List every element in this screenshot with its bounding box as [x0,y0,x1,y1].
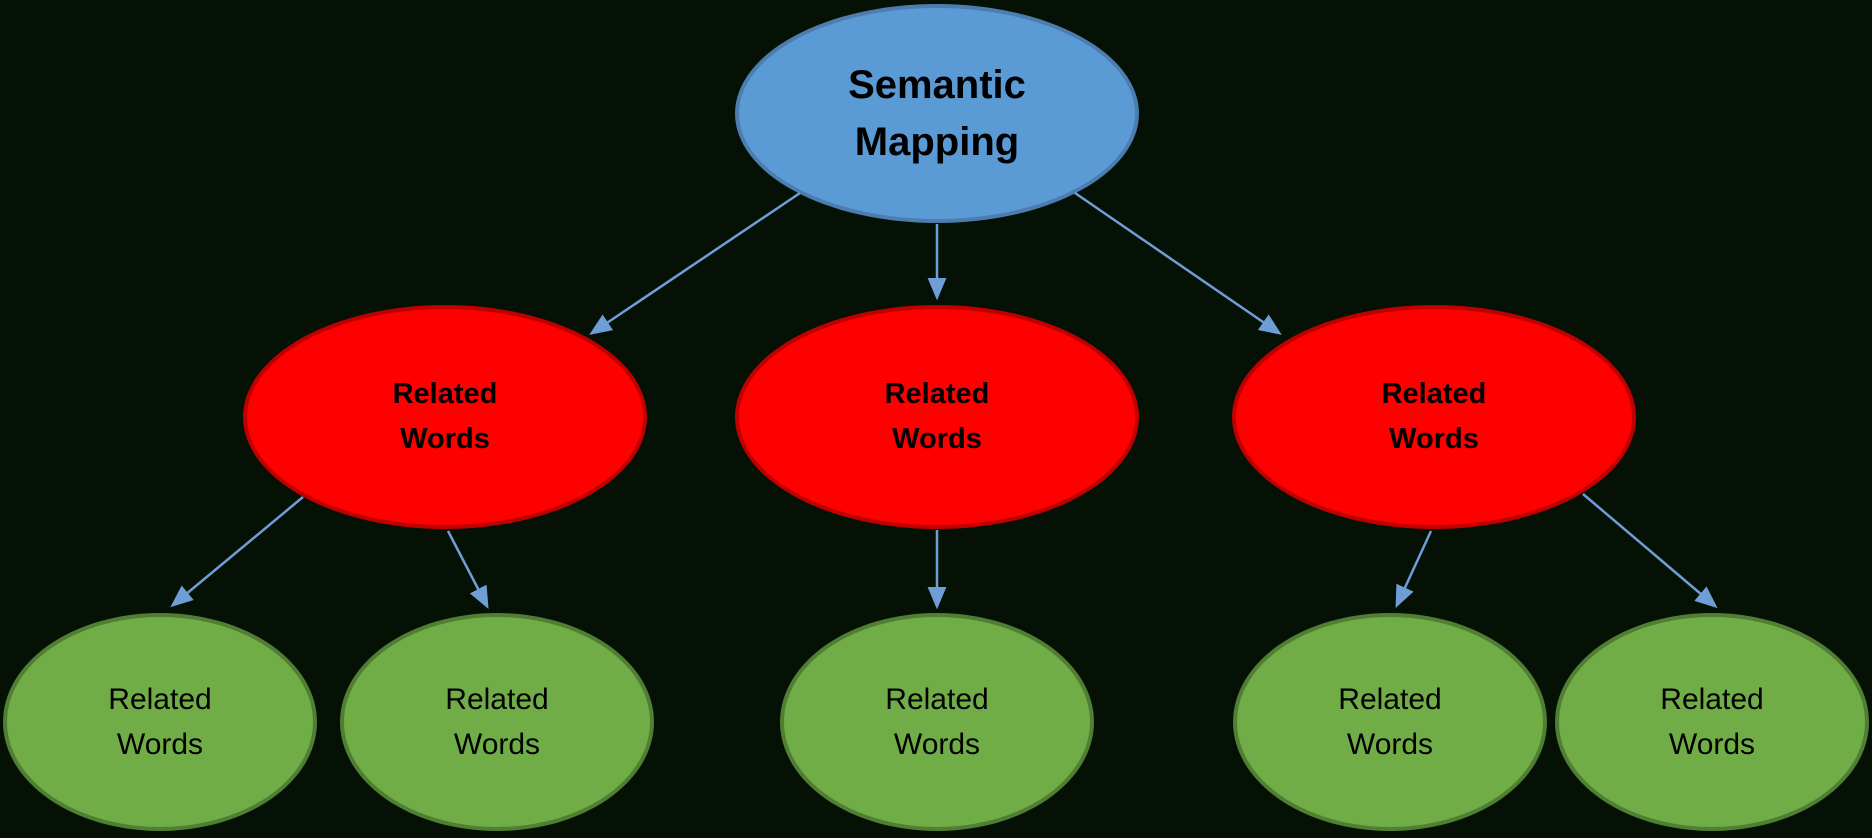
arrow-root-to-branch-3 [1074,191,1282,335]
arrow-branch-3-to-leaf-4 [1395,530,1433,609]
node-leaf-1-related-words: Related Words [3,613,317,831]
arrow-branch-1-to-leaf-1 [170,496,304,608]
node-branch-1-related-words: Related Words [243,305,647,529]
arrow-branch-3-to-leaf-5 [1582,493,1718,609]
node-branch-3-related-words: Related Words [1232,305,1636,529]
node-branch-2-label: Related Words [884,378,990,455]
node-branch-1-label: Related Words [392,378,498,455]
node-leaf-5-label: Related Words [1660,683,1764,761]
node-branch-3-label: Related Words [1381,378,1487,455]
arrow-root-to-branch-1 [589,191,801,335]
node-leaf-1-label: Related Words [108,683,212,761]
node-leaf-3-related-words: Related Words [780,613,1094,831]
node-root-semantic-mapping: Semantic Mapping [735,4,1139,223]
node-branch-2-related-words: Related Words [735,305,1139,529]
node-leaf-4-label: Related Words [1338,683,1442,761]
arrow-branch-1-to-leaf-2 [446,530,489,609]
node-leaf-5-related-words: Related Words [1555,613,1869,831]
node-root-label: Semantic Mapping [848,62,1026,164]
node-leaf-2-label: Related Words [445,683,549,761]
node-leaf-3-label: Related Words [885,683,989,761]
node-leaf-4-related-words: Related Words [1233,613,1547,831]
node-leaf-2-related-words: Related Words [340,613,654,831]
